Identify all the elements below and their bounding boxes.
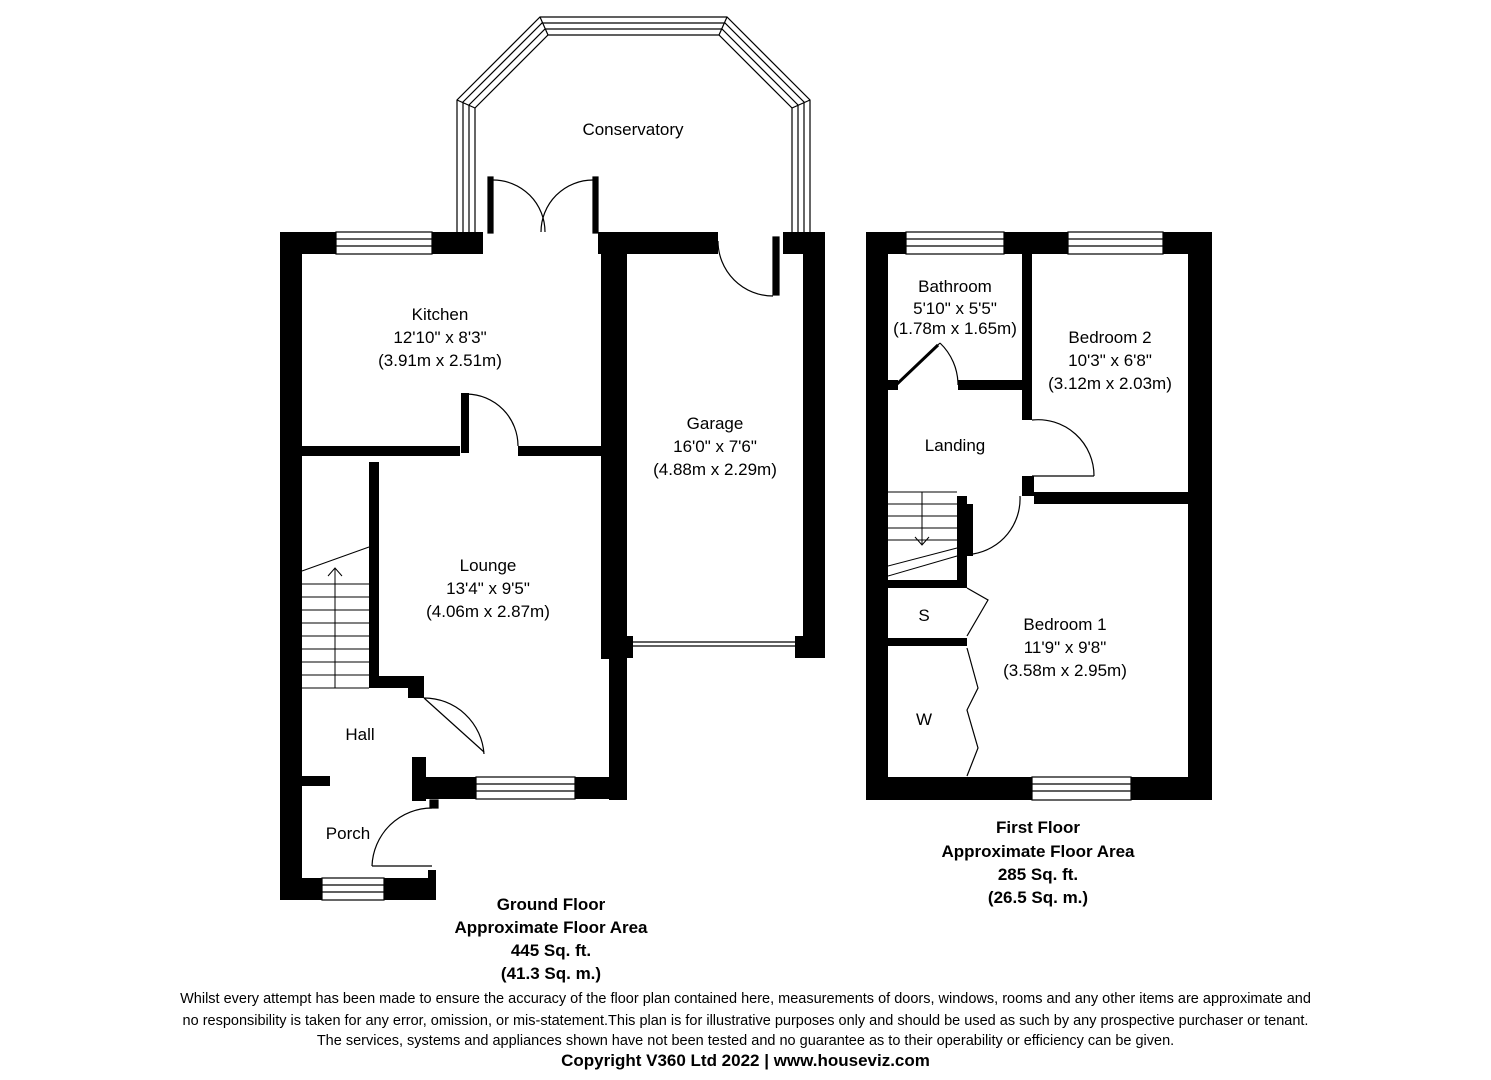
bedroom2-size-imperial: 10'3" x 6'8" [1068, 351, 1152, 370]
conservatory-name: Conservatory [582, 120, 684, 139]
disclaimer-line-1: Whilst every attempt has been made to en… [180, 991, 1311, 1007]
first-floor-area: First Floor Approximate Floor Area 285 S… [941, 818, 1135, 907]
lounge-name: Lounge [460, 556, 517, 575]
bedroom1-name: Bedroom 1 [1023, 615, 1106, 634]
ground-floor-area-label: Approximate Floor Area [454, 918, 648, 937]
hall-name: Hall [345, 725, 374, 744]
ground-floor-area: Ground Floor Approximate Floor Area 445 … [454, 895, 648, 983]
ground-floor-plan: Conservatory Kitchen 12'10" x 8'3" (3.91… [280, 16, 825, 983]
conservatory-frame [456, 16, 811, 232]
ground-floor-area-sqm: (41.3 Sq. m.) [501, 964, 601, 983]
first-floor-area-sqm: (26.5 Sq. m.) [988, 888, 1088, 907]
garage-size-imperial: 16'0" x 7'6" [673, 437, 757, 456]
kitchen-name: Kitchen [412, 305, 469, 324]
disclaimer-line-2: no responsibility is taken for any error… [182, 1013, 1309, 1029]
first-floor-area-label: Approximate Floor Area [941, 842, 1135, 861]
ground-stairs [301, 546, 370, 689]
bedroom1-size-metric: (3.58m x 2.95m) [1003, 661, 1127, 680]
ground-floor-area-sqft: 445 Sq. ft. [511, 941, 591, 960]
lounge-size-metric: (4.06m x 2.87m) [426, 602, 550, 621]
ground-floor-walls [280, 232, 825, 900]
landing-name: Landing [925, 436, 986, 455]
disclaimer-line-3: The services, systems and appliances sho… [316, 1033, 1175, 1049]
first-stairs [887, 491, 958, 577]
porch-name: Porch [326, 824, 370, 843]
wardrobe-name: W [916, 710, 932, 729]
first-floor-doors [894, 342, 1095, 777]
kitchen-size-metric: (3.91m x 2.51m) [378, 351, 502, 370]
kitchen-size-imperial: 12'10" x 8'3" [393, 328, 486, 347]
ground-floor-doors [371, 176, 780, 867]
first-floor-labels: Bathroom 5'10" x 5'5" (1.78m x 1.65m) Be… [893, 277, 1172, 729]
lounge-size-imperial: 13'4" x 9'5" [446, 579, 530, 598]
ground-floor-labels: Conservatory Kitchen 12'10" x 8'3" (3.91… [326, 120, 777, 843]
bedroom2-name: Bedroom 2 [1068, 328, 1151, 347]
first-floor-area-sqft: 285 Sq. ft. [998, 865, 1078, 884]
bathroom-name: Bathroom [918, 277, 992, 296]
garage-door [633, 641, 795, 647]
first-floor-walls [866, 232, 1212, 800]
storage-name: S [918, 606, 929, 625]
copyright-notice: Copyright V360 Ltd 2022 | www.houseviz.c… [561, 1051, 930, 1070]
first-floor-title: First Floor [996, 818, 1080, 837]
ground-floor-title: Ground Floor [497, 895, 606, 914]
bathroom-size-imperial: 5'10" x 5'5" [913, 299, 997, 318]
bedroom1-size-imperial: 11'9" x 9'8" [1024, 638, 1107, 657]
bathroom-size-metric: (1.78m x 1.65m) [893, 319, 1017, 338]
bedroom2-size-metric: (3.12m x 2.03m) [1048, 374, 1172, 393]
ground-floor-windows [321, 231, 576, 901]
first-floor-plan: Bathroom 5'10" x 5'5" (1.78m x 1.65m) Be… [866, 231, 1212, 907]
garage-name: Garage [687, 414, 744, 433]
first-floor-windows [905, 231, 1164, 801]
garage-size-metric: (4.88m x 2.29m) [653, 460, 777, 479]
